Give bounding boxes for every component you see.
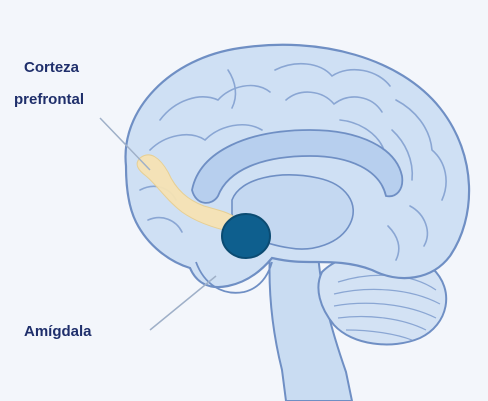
label-prefrontal-line2: prefrontal xyxy=(14,91,84,108)
amygdala xyxy=(222,214,270,258)
label-prefrontal-line1: Corteza xyxy=(24,59,80,76)
label-amygdala: Amígdala xyxy=(24,323,92,340)
